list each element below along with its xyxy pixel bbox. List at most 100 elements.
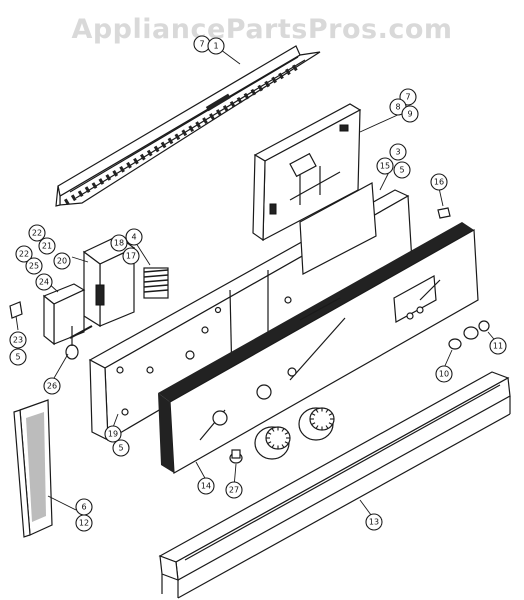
knob-ridge [315,409,319,413]
small-knob-11 [463,320,490,340]
knob-ridge [325,425,329,429]
svg-text:8: 8 [395,103,400,112]
svg-text:25: 25 [29,262,39,271]
svg-text:1: 1 [213,42,218,51]
svg-text:7: 7 [405,93,410,102]
knob-ridge [325,409,329,413]
svg-text:27: 27 [229,486,239,495]
callouts: 7 1 7 8 9 3 15 5 16 22 21 22 20 25 24 18… [9,35,507,532]
callout-19: 18 [110,234,128,252]
svg-text:5: 5 [118,444,123,453]
rail-slot [160,141,167,149]
rail-slot [153,145,160,153]
control-knobs [254,407,335,460]
svg-text:9: 9 [407,110,412,119]
rail-slot [167,137,174,145]
rail-slot [236,96,243,104]
rail-slot [84,186,91,193]
rail-slot [174,133,181,141]
knob-ridge [271,428,275,432]
svg-text:18: 18 [114,239,124,248]
svg-text:3: 3 [395,148,400,157]
rail-slot [285,68,291,76]
rail-slot [222,105,229,112]
callout-3: 3 [389,143,407,161]
rail-slot [133,157,139,165]
svg-text:15: 15 [380,162,390,171]
svg-text:4: 4 [131,233,136,242]
callout-1: 1 [207,37,225,55]
knob-ridge [315,425,319,429]
svg-text:22: 22 [32,229,42,238]
callout-2: 7 [193,35,211,53]
watermark: AppliancePartsPros.com [71,14,453,45]
callout-17: 19 [104,425,122,443]
rail-slot [119,165,125,173]
front-glass-panel [158,222,479,475]
callout-9: 9 [401,105,419,123]
rail-slot [257,84,264,92]
callout-5b: 5 [9,348,27,366]
callout-12: 12 [75,514,93,532]
switch-fin [143,279,169,283]
control-panel-backplate [88,182,413,442]
side-handle [13,399,53,538]
rail-slot [64,198,70,206]
rail-slot [202,117,208,124]
rail-slot [146,149,153,157]
knob-ridge [267,441,272,444]
bottom-trim-extrusion [158,371,511,599]
small-knob-27 [229,449,243,464]
knob-ridge [281,444,285,448]
small-knob-10 [448,338,462,350]
svg-text:17: 17 [126,252,136,261]
svg-text:6: 6 [81,503,86,512]
rail-slot [243,92,250,100]
rail-slot [195,121,201,128]
callout-5a: 5 [393,161,411,179]
rail-slot [91,182,98,189]
rail-slot [112,170,119,177]
callout-4: 4 [125,228,143,246]
svg-text:10: 10 [439,370,449,379]
rail-slot [77,190,84,198]
callout-5c: 5 [112,439,130,457]
clip-23 [9,301,23,319]
svg-text:21: 21 [42,242,52,251]
svg-text:5: 5 [15,353,20,362]
rail-slot [188,125,195,133]
knob-ridge [284,441,289,444]
switch-fin [143,289,169,293]
rail-slot [98,178,105,185]
knob-ridge [328,422,333,425]
switch-19 [143,267,169,299]
callout-23: 23 [9,331,27,349]
rail-slot [209,113,215,120]
rail-slot [139,153,146,161]
svg-text:24: 24 [39,278,49,287]
callout-14: 14 [197,477,215,495]
svg-text:13: 13 [369,518,379,527]
svg-text:14: 14 [201,482,211,491]
callout-13: 13 [365,513,383,531]
knob-ridge [281,428,285,432]
knob-ridge [267,432,272,435]
svg-text:12: 12 [79,519,89,528]
switch-fin [143,269,169,273]
callout-6: 6 [75,498,93,516]
rail-slot [70,194,77,202]
rail-slot [105,174,112,181]
part-16-block [437,207,451,219]
callout-22a: 22 [28,224,46,242]
callout-24: 24 [35,273,53,291]
rail-slot [250,88,257,96]
svg-text:11: 11 [493,342,503,351]
rail-slot [271,76,277,84]
callout-27: 27 [225,481,243,499]
svg-text:16: 16 [434,178,444,187]
callout-15: 15 [376,157,394,175]
rail-slot [216,109,222,116]
rail-slot [292,64,298,72]
knob-ridge [271,444,275,448]
